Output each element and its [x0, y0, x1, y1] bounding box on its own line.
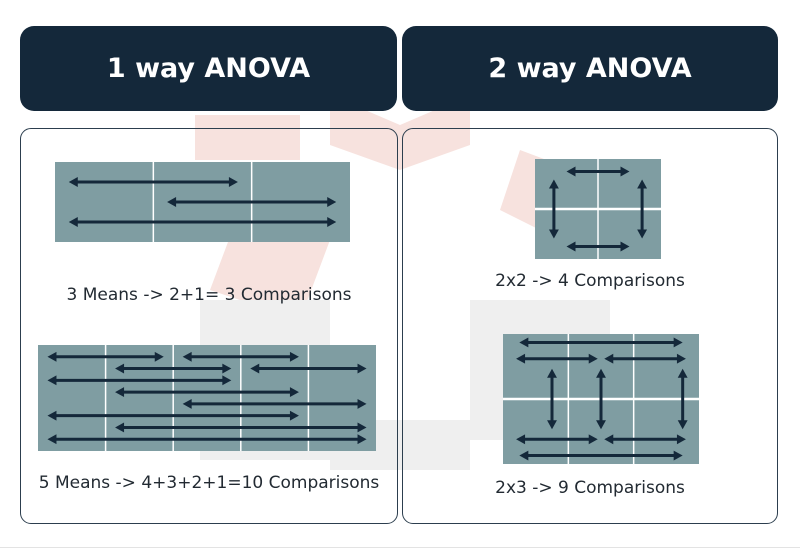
arrow-head	[182, 398, 192, 409]
three-means-caption: 3 Means -> 2+1= 3 Comparisons	[66, 285, 352, 305]
footer-divider	[0, 547, 800, 548]
arrow-head	[154, 351, 164, 362]
arrow-head	[228, 177, 238, 187]
arrow-head	[289, 351, 299, 362]
two-by-three-diagram	[503, 334, 699, 464]
arrow-head	[327, 197, 337, 207]
two-by-two-caption: 2x2 -> 4 Comparisons	[495, 271, 685, 291]
arrow-head	[637, 179, 648, 189]
arrow-head	[115, 422, 125, 433]
arrow-head	[677, 420, 688, 430]
five-means-diagram	[38, 345, 376, 451]
arrow-head	[548, 229, 559, 239]
arrow-head	[516, 353, 526, 364]
one-way-anova-title: 1 way ANOVA	[106, 53, 311, 84]
arrow-head	[182, 351, 192, 362]
arrow-head	[250, 363, 260, 374]
arrow-head	[68, 217, 78, 227]
two-by-three-caption: 2x3 -> 9 Comparisons	[495, 478, 685, 498]
arrow-head	[588, 353, 598, 364]
arrow-head	[620, 166, 630, 177]
arrow-head	[289, 410, 299, 421]
arrow-head	[676, 353, 686, 364]
arrow-head	[47, 375, 57, 386]
arrow-head	[47, 410, 57, 421]
arrow-head	[115, 387, 125, 398]
arrow-head	[673, 337, 683, 348]
arrow-head	[588, 434, 598, 445]
arrow-head	[222, 363, 232, 374]
arrow-head	[604, 434, 614, 445]
three-means-diagram	[55, 162, 350, 242]
arrow-head	[222, 375, 232, 386]
arrow-head	[547, 420, 557, 430]
arrow-head	[327, 217, 337, 227]
two-way-anova-header: 2 way ANOVA	[402, 26, 778, 111]
arrow-head	[596, 420, 606, 430]
one-way-anova-panel	[20, 128, 398, 524]
arrow-head	[289, 387, 299, 398]
arrow-head	[566, 241, 576, 252]
arrow-head	[357, 422, 367, 433]
arrow-head	[519, 337, 529, 348]
arrow-head	[637, 229, 648, 239]
five-means-caption: 5 Means -> 4+3+2+1=10 Comparisons	[38, 473, 380, 493]
arrow-head	[566, 166, 576, 177]
arrow-head	[676, 434, 686, 445]
arrow-head	[47, 434, 57, 445]
one-way-anova-header: 1 way ANOVA	[20, 26, 397, 111]
group-box	[38, 345, 376, 451]
arrow-head	[68, 177, 78, 187]
arrow-head	[677, 368, 688, 378]
arrow-head	[604, 353, 614, 364]
arrow-head	[673, 450, 683, 461]
arrow-head	[516, 434, 526, 445]
arrow-head	[519, 450, 529, 461]
two-by-two-diagram	[535, 159, 661, 259]
arrow-head	[47, 351, 57, 362]
arrow-head	[596, 368, 606, 378]
two-way-anova-title: 2 way ANOVA	[488, 53, 692, 84]
arrow-head	[357, 363, 367, 374]
arrow-head	[547, 368, 557, 378]
two-way-anova-panel	[402, 128, 778, 524]
arrow-head	[357, 434, 367, 445]
arrow-head	[115, 363, 125, 374]
arrow-head	[167, 197, 177, 207]
arrow-head	[620, 241, 630, 252]
arrow-head	[548, 179, 559, 189]
arrow-head	[357, 398, 367, 409]
